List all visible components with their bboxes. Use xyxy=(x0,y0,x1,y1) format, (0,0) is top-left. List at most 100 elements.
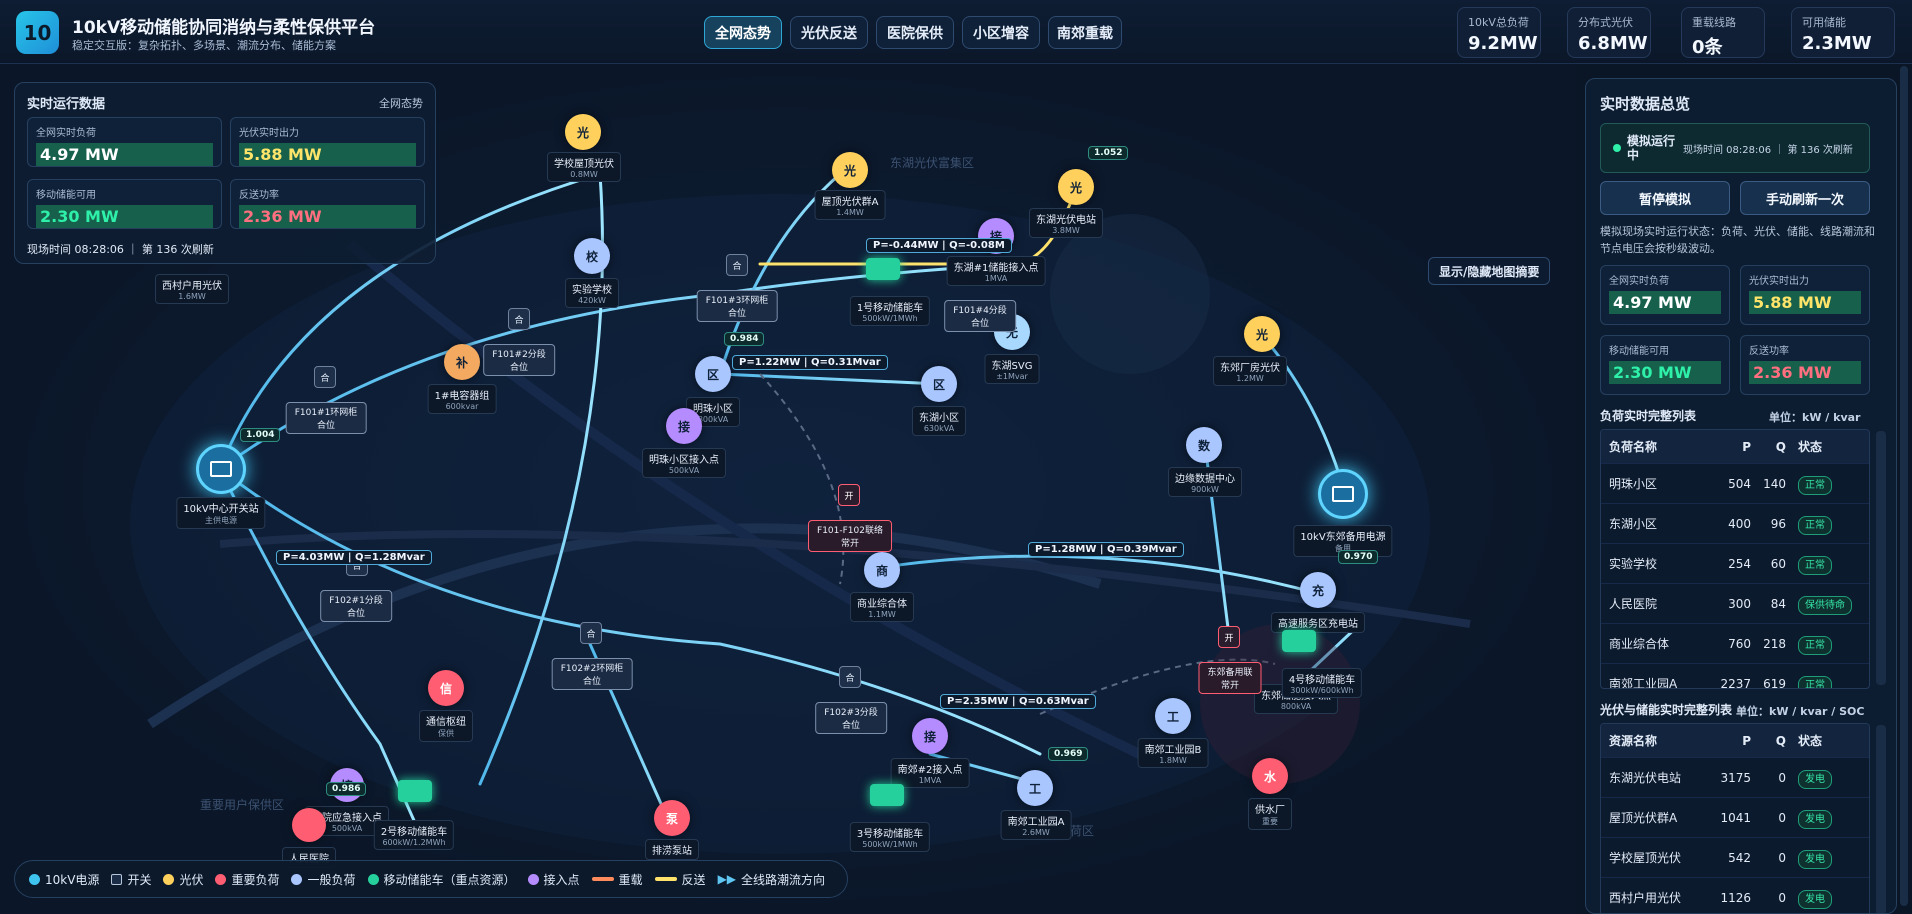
status-badge: 发电 xyxy=(1798,810,1832,829)
pump-icon[interactable]: 泵 xyxy=(654,800,690,836)
tab-south-heavyload[interactable]: 南郊重载 xyxy=(1048,16,1122,49)
scrollbar[interactable] xyxy=(1876,431,1886,685)
legend-item: ▶▶全线路潮流方向 xyxy=(718,871,825,888)
legend-label: 重载 xyxy=(618,872,643,887)
community-icon[interactable]: 区 xyxy=(695,356,731,392)
pv-list-unit: 单位：kW / kvar / SOC xyxy=(1736,705,1865,718)
switch-icon[interactable]: 合 xyxy=(508,308,530,330)
access-point-icon[interactable]: 接 xyxy=(666,408,702,444)
access-point-icon[interactable]: 接 xyxy=(912,718,948,754)
pv-icon[interactable]: 光 xyxy=(1058,169,1094,205)
mobile-storage-truck-icon[interactable] xyxy=(1282,630,1316,652)
status-dot-icon xyxy=(1613,144,1621,152)
switch-label: F102#3分段合位 xyxy=(815,702,887,734)
tab-overview[interactable]: 全网态势 xyxy=(704,16,782,49)
tie-switch-icon[interactable]: 开 xyxy=(1218,626,1240,648)
hospital-icon[interactable] xyxy=(292,808,326,842)
tab-community-capacity[interactable]: 小区增容 xyxy=(962,16,1040,49)
status-cell: 保供待命 xyxy=(1786,596,1866,615)
status-cell: 正常 xyxy=(1786,556,1866,575)
switch-icon[interactable]: 合 xyxy=(726,254,748,276)
app-logo: 10 xyxy=(16,11,59,54)
status-cell: 发电 xyxy=(1786,890,1866,909)
table-cell: 屋顶光伏群A xyxy=(1609,811,1678,825)
column-header: 资源名称 xyxy=(1609,734,1658,748)
capacitor-icon[interactable]: 补 xyxy=(444,344,480,380)
water-plant-icon[interactable]: 水 xyxy=(1252,758,1288,794)
tie-switch-label: 东郊备用联常开 xyxy=(1198,662,1262,694)
table-cell: 760 xyxy=(1728,636,1751,651)
toggle-map-summary-button[interactable]: 显示/隐藏地图摘要 xyxy=(1428,257,1551,285)
pv-icon[interactable]: 光 xyxy=(832,152,868,188)
mall-icon[interactable]: 商 xyxy=(864,552,900,588)
mobile-storage-truck-icon[interactable] xyxy=(866,258,900,280)
flow-label: P=1.22MW | Q=0.31Mvar xyxy=(732,355,888,370)
switch-legend-icon xyxy=(111,873,123,885)
community-icon[interactable]: 区 xyxy=(921,366,957,402)
mobile-storage-truck-icon[interactable] xyxy=(398,780,432,802)
voltage-tag: 1.004 xyxy=(240,428,281,442)
manual-refresh-button[interactable]: 手动刷新一次 xyxy=(1740,181,1870,215)
tie-switch-icon[interactable]: 开 xyxy=(838,484,860,506)
table-cell: 1126 xyxy=(1720,890,1751,905)
legend-label: 接入点 xyxy=(543,872,580,887)
mobile-storage-truck-icon[interactable] xyxy=(870,784,904,806)
tab-hospital-supply[interactable]: 医院保供 xyxy=(876,16,954,49)
legend-bar-icon xyxy=(591,877,614,881)
flow-label: P=1.28MW | Q=0.39Mvar xyxy=(1028,542,1184,557)
area-east-lake-pv: 东湖光伏富集区 xyxy=(890,156,975,170)
page-scrollbar[interactable] xyxy=(1900,66,1908,906)
power-source-icon[interactable] xyxy=(1318,469,1368,519)
switch-icon[interactable]: 合 xyxy=(580,622,602,644)
school-icon[interactable]: 校 xyxy=(574,238,610,274)
pv-icon[interactable]: 光 xyxy=(565,114,601,150)
pv-icon[interactable]: 光 xyxy=(1244,316,1280,352)
status-cell: 发电 xyxy=(1786,770,1866,789)
tab-pv-backfeed[interactable]: 光伏反送 xyxy=(790,16,868,49)
factory-icon[interactable]: 工 xyxy=(1155,698,1191,734)
app-subtitle: 稳定交互版：复杂拓扑、多场景、潮流分布、储能方案 xyxy=(72,39,336,52)
status-cell: 正常 xyxy=(1786,516,1866,535)
status-cell: 正常 xyxy=(1786,636,1866,655)
area-important-users: 重要用户保供区 xyxy=(200,798,285,812)
pause-simulation-button[interactable]: 暂停模拟 xyxy=(1600,181,1730,215)
scrollbar[interactable] xyxy=(1876,725,1886,913)
voltage-tag: 0.970 xyxy=(1338,550,1379,564)
charging-station-icon[interactable]: 充 xyxy=(1300,572,1336,608)
datacenter-icon[interactable]: 数 xyxy=(1186,427,1222,463)
legend-item: 10kV电源 xyxy=(29,871,99,888)
factory-icon[interactable]: 工 xyxy=(1017,770,1053,806)
power-source-icon[interactable] xyxy=(196,444,246,494)
legend-dot-icon xyxy=(367,873,379,885)
switch-icon[interactable]: 合 xyxy=(839,666,861,688)
switch-label: F102#2环网柜合位 xyxy=(551,658,633,690)
switch-icon[interactable]: 合 xyxy=(314,366,336,388)
status-badge: 正常 xyxy=(1798,476,1832,495)
telecom-icon[interactable]: 信 xyxy=(428,670,464,706)
